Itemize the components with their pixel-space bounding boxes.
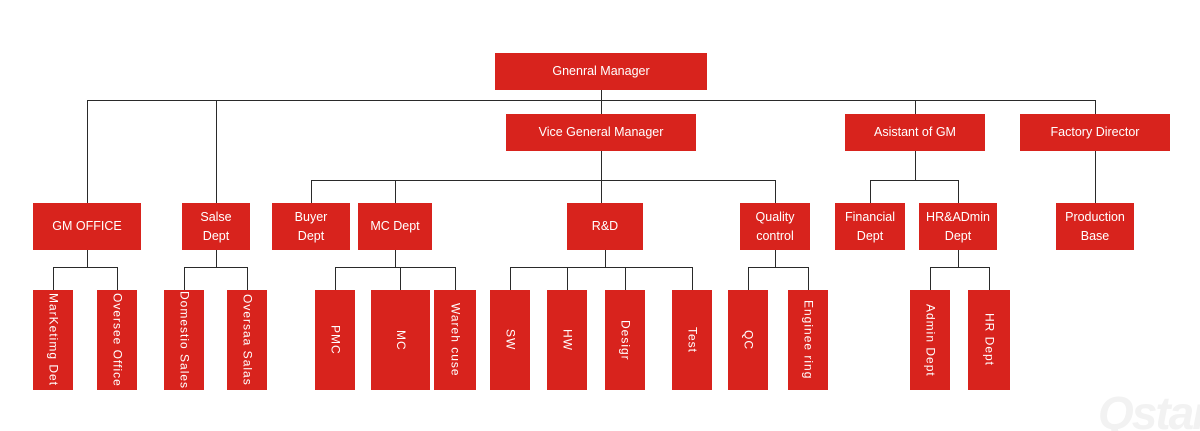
connector-line <box>775 250 776 267</box>
org-node-admin-dept: Admin Dept <box>910 290 950 390</box>
org-node-assistant-of-gm: Asistant of GM <box>845 114 985 151</box>
connector-line <box>748 267 749 290</box>
connector-line <box>87 100 1095 101</box>
org-node-general-manager: Gnenral Manager <box>495 53 707 90</box>
connector-line <box>1095 100 1096 114</box>
org-node-factory-director: Factory Director <box>1020 114 1170 151</box>
connector-line <box>53 267 54 290</box>
connector-line <box>748 267 808 268</box>
connector-line <box>1095 151 1096 203</box>
connector-line <box>915 151 916 180</box>
connector-line <box>601 180 602 203</box>
org-node-buyer-dept: Buyer Dept <box>272 203 350 250</box>
org-node-pmc: PMC <box>315 290 355 390</box>
org-node-hw: HW <box>547 290 587 390</box>
org-node-mc-dept: MC Dept <box>358 203 432 250</box>
org-node-salse-dept: Salse Dept <box>182 203 250 250</box>
connector-line <box>775 180 776 203</box>
connector-line <box>87 100 88 203</box>
connector-line <box>808 267 809 290</box>
org-node-production-base: Production Base <box>1056 203 1134 250</box>
org-node-hr-admin-dept: HR&ADmin Dept <box>919 203 997 250</box>
connector-line <box>335 267 336 290</box>
org-node-financial-dept: Financial Dept <box>835 203 905 250</box>
org-node-quality-control: Quality control <box>740 203 810 250</box>
org-node-marketing-det: MarKetimg Det <box>33 290 73 390</box>
connector-line <box>692 267 693 290</box>
connector-line <box>870 180 871 203</box>
connector-line <box>915 100 916 114</box>
connector-line <box>870 180 958 181</box>
connector-line <box>395 180 396 203</box>
connector-line <box>601 151 602 180</box>
connector-line <box>184 267 247 268</box>
connector-line <box>311 180 312 203</box>
org-node-qc: QC <box>728 290 768 390</box>
connector-line <box>216 100 217 203</box>
connector-line <box>625 267 626 290</box>
connector-line <box>510 267 511 290</box>
connector-line <box>455 267 456 290</box>
org-node-gm-office: GM OFFICE <box>33 203 141 250</box>
connector-line <box>87 250 88 267</box>
connector-line <box>216 250 217 267</box>
connector-line <box>247 267 248 290</box>
connector-line <box>958 250 959 267</box>
connector-line <box>335 267 455 268</box>
connector-line <box>184 267 185 290</box>
org-node-engineering: Enginee ring <box>788 290 828 390</box>
connector-line <box>395 250 396 267</box>
connector-line <box>311 180 775 181</box>
connector-line <box>989 267 990 290</box>
connector-line <box>601 100 602 114</box>
connector-line <box>930 267 931 290</box>
org-node-vice-general-manager: Vice General Manager <box>506 114 696 151</box>
org-node-oversee-office: Oversee Office <box>97 290 137 390</box>
org-node-mc: MC <box>371 290 430 390</box>
org-node-test: Test <box>672 290 712 390</box>
connector-line <box>117 267 118 290</box>
org-node-warehouse: Wareh cuse <box>434 290 476 390</box>
org-node-oversaa-salas: Oversaa Salas <box>227 290 267 390</box>
watermark: Qstar <box>1098 387 1200 431</box>
org-node-hr-dept: HR Dept <box>968 290 1010 390</box>
org-node-design: Desigr <box>605 290 645 390</box>
org-node-rnd: R&D <box>567 203 643 250</box>
connector-line <box>510 267 692 268</box>
connector-line <box>400 267 401 290</box>
connector-line <box>958 180 959 203</box>
connector-line <box>930 267 989 268</box>
org-node-domestic-sales: Domestio Sales <box>164 290 204 390</box>
connector-line <box>601 90 602 100</box>
org-node-sw: SW <box>490 290 530 390</box>
connector-line <box>53 267 117 268</box>
connector-line <box>567 267 568 290</box>
connector-line <box>605 250 606 267</box>
